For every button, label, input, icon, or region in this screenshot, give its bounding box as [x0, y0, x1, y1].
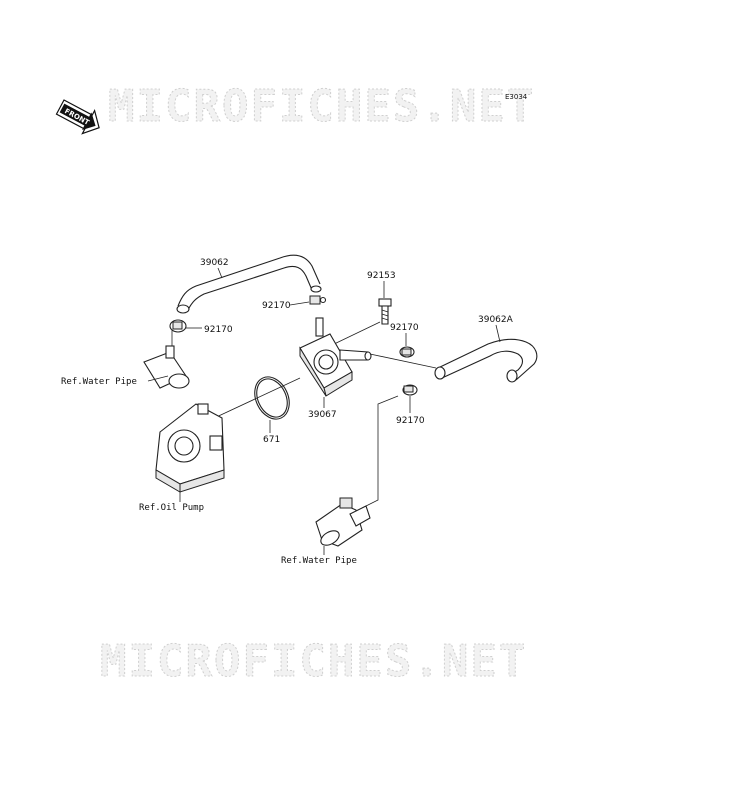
watermark-bottom: MICROFICHES.NET [100, 636, 527, 687]
leader-cooler-to-hose [369, 353, 437, 369]
label-39062: 39062 [200, 258, 229, 268]
clamp-top[interactable] [309, 295, 327, 305]
label-clamp-left: 92170 [204, 325, 233, 335]
diagram-code: E3034 [505, 93, 528, 101]
clamp-right[interactable] [399, 346, 415, 358]
oil-pump-ref[interactable] [155, 403, 225, 493]
assembly-axis [209, 377, 301, 421]
label-39062a: 39062A [478, 315, 514, 325]
label-671: 671 [263, 435, 280, 445]
water-pipe-tee-left[interactable] [143, 330, 190, 389]
oring-671[interactable] [248, 371, 296, 424]
hose-39062a[interactable] [434, 338, 538, 383]
ref-oil-pump: Ref.Oil Pump [139, 503, 204, 513]
label-39067: 39067 [308, 410, 337, 420]
oil-cooler-39067[interactable] [299, 317, 372, 397]
ref-water-pipe-left: Ref.Water Pipe [61, 377, 137, 387]
leader-39062a [495, 324, 501, 343]
leader-39062 [217, 267, 223, 279]
label-92153: 92153 [367, 271, 396, 281]
label-clamp-top: 92170 [262, 301, 291, 311]
label-clamp-right: 92170 [390, 323, 419, 333]
label-clamp-lower: 92170 [396, 416, 425, 426]
clamp-left[interactable] [169, 319, 187, 333]
hose-39062[interactable] [176, 254, 322, 314]
leader-clamp-top [289, 301, 310, 306]
ref-water-pipe-bottom: Ref.Water Pipe [281, 556, 357, 566]
leader-water-pipe-left [147, 375, 169, 382]
watermark-top: MICROFICHES.NET [108, 81, 535, 132]
leader-bolt-axis [329, 321, 381, 347]
leader-lower-pipe-path [361, 395, 399, 509]
front-arrow-icon: FRONT [55, 99, 100, 135]
bolt-92153[interactable] [378, 298, 392, 325]
clamp-lower[interactable] [402, 384, 418, 396]
water-pipe-bottom-ref[interactable] [315, 497, 371, 548]
